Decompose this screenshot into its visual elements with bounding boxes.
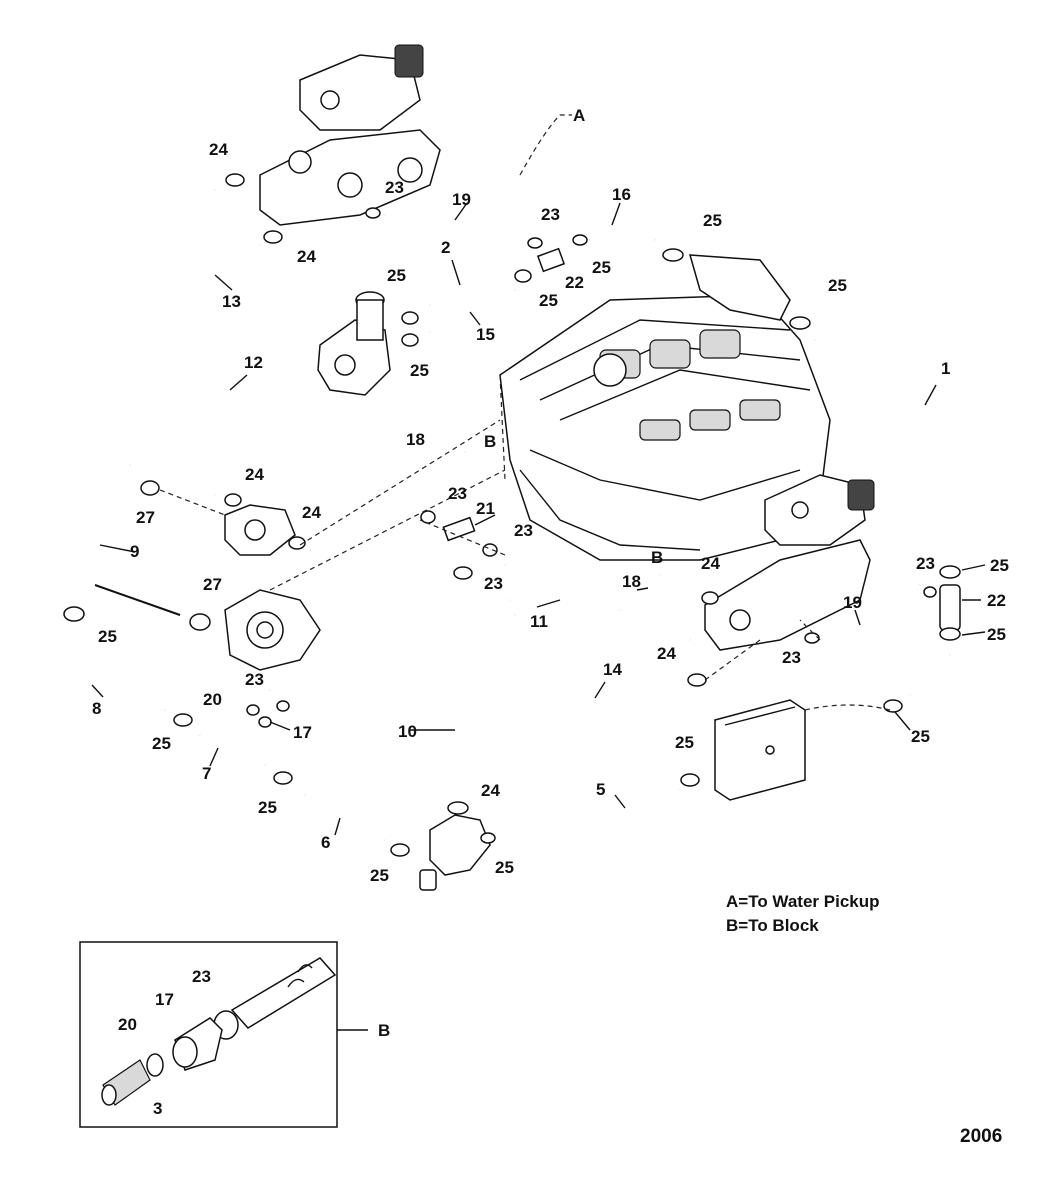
callout-labels: 1 2 3 5 6 7 8 9 10 11 12 13 14 15 16 17 …: [92, 106, 1009, 1118]
callout-25-d: 25: [387, 266, 406, 285]
callout-23-c: 23: [448, 484, 467, 503]
callout-25-j: 25: [675, 733, 694, 752]
callout-6: 6: [321, 833, 330, 852]
transom-fitting: [688, 254, 791, 321]
callout-25-e: 25: [410, 361, 429, 380]
callout-15: 15: [476, 325, 495, 344]
callout-23-e: 23: [484, 574, 503, 593]
exhaust-manifold-port: [259, 44, 441, 226]
legend-a: A=To Water Pickup: [726, 892, 880, 911]
callout-12: 12: [244, 353, 263, 372]
callout-24-f: 24: [657, 644, 676, 663]
callout-19-right: 19: [843, 593, 862, 612]
callout-24-e: 24: [701, 554, 720, 573]
callout-23-inset: 23: [192, 967, 211, 986]
callout-7: 7: [202, 764, 211, 783]
callout-18-left: 18: [406, 430, 425, 449]
callout-23-g: 23: [782, 648, 801, 667]
callout-25-m: 25: [258, 798, 277, 817]
callout-22-right: 22: [987, 591, 1006, 610]
callout-25-l: 25: [152, 734, 171, 753]
year-label: 2006: [960, 1126, 1002, 1147]
callout-13: 13: [222, 292, 241, 311]
callout-25-c: 25: [539, 291, 558, 310]
callout-1: 1: [941, 359, 950, 378]
callout-23-h: 23: [916, 554, 935, 573]
callout-25-f: 25: [828, 276, 847, 295]
routing-dashes: [159, 114, 891, 711]
callout-24-d: 24: [302, 503, 321, 522]
callout-24-a: 24: [209, 140, 228, 159]
callout-8: 8: [92, 699, 101, 718]
circulating-pump: [224, 589, 321, 671]
leader-lines: [91, 202, 986, 836]
callout-17-inset: 17: [155, 990, 174, 1009]
legend: A=To Water Pickup B=To Block: [726, 892, 880, 935]
callout-2: 2: [441, 238, 450, 257]
callout-20: 20: [203, 690, 222, 709]
callout-25-o: 25: [495, 858, 514, 877]
fitting-21: [442, 516, 476, 542]
inset-detail-b: [79, 941, 368, 1128]
drain-tee-fitting: [419, 814, 491, 891]
callout-3: 3: [153, 1099, 162, 1118]
callout-10: 10: [398, 722, 417, 741]
callout-9: 9: [130, 542, 139, 561]
callout-19-top: 19: [452, 190, 471, 209]
callout-5: 5: [596, 780, 605, 799]
callout-25-a: 25: [703, 211, 722, 230]
fitting-22-right: [939, 584, 961, 631]
callout-24-g: 24: [481, 781, 500, 800]
legend-b: B=To Block: [726, 916, 819, 935]
callout-25-b: 25: [592, 258, 611, 277]
callout-22-top: 22: [565, 273, 584, 292]
callout-14: 14: [603, 660, 622, 679]
thermostat-housing: [224, 504, 296, 556]
callout-17: 17: [293, 723, 312, 742]
callout-16: 16: [612, 185, 631, 204]
engine-block: [499, 294, 831, 561]
seawater-pump: [317, 291, 391, 396]
callout-b-left: B: [484, 432, 496, 451]
callout-b-right: B: [651, 548, 663, 567]
callout-25-i: 25: [911, 727, 930, 746]
hoses: [45, 169, 957, 859]
callout-25-k: 25: [98, 627, 117, 646]
inset-label: B: [378, 1021, 390, 1040]
callout-25-h: 25: [987, 625, 1006, 644]
callout-20-inset: 20: [118, 1015, 137, 1034]
callout-24-b: 24: [297, 247, 316, 266]
callout-a: A: [573, 106, 585, 125]
callout-27-b: 27: [203, 575, 222, 594]
hose-clamps: [63, 173, 961, 857]
callout-11: 11: [530, 612, 548, 631]
exhaust-manifold-starboard: [704, 474, 875, 651]
callout-23-d: 23: [514, 521, 533, 540]
callout-23-a: 23: [385, 178, 404, 197]
fitting-22-top: [536, 247, 566, 273]
callout-23-f: 23: [245, 670, 264, 689]
callout-25-g: 25: [990, 556, 1009, 575]
callout-21: 21: [476, 499, 495, 518]
callout-23-b: 23: [541, 205, 560, 224]
callout-25-n: 25: [370, 866, 389, 885]
callout-18-right: 18: [622, 572, 641, 591]
callout-24-c: 24: [245, 465, 264, 484]
heat-exchanger: [714, 699, 806, 801]
callout-27-a: 27: [136, 508, 155, 527]
